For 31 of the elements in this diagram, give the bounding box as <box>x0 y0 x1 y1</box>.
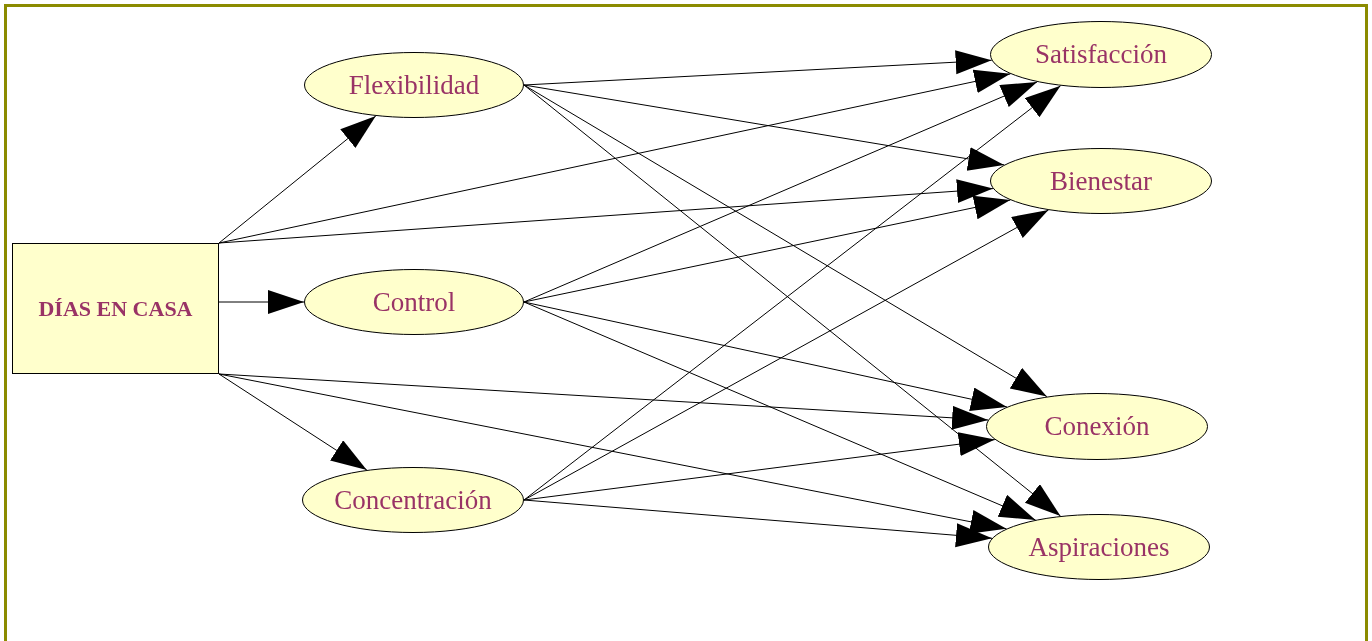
node-label: Aspiraciones <box>1028 530 1170 564</box>
arrow <box>523 432 996 501</box>
node-label: Bienestar <box>1050 164 1152 198</box>
ellipse-node <box>304 52 524 118</box>
arrow <box>218 373 1007 534</box>
arrow <box>523 301 1036 521</box>
ellipse-node <box>986 393 1208 460</box>
ellipse-node <box>304 269 524 335</box>
ellipse-node <box>990 21 1212 88</box>
arrow <box>523 499 993 548</box>
node-label: Satisfacción <box>1035 38 1167 72</box>
rect-node <box>12 243 219 374</box>
arrow <box>523 50 993 86</box>
node-label: Conexión <box>1044 410 1150 444</box>
arrow <box>218 373 368 471</box>
arrow <box>523 195 1011 303</box>
node-label: DÍAS EN CASA <box>38 295 193 323</box>
arrow <box>218 290 305 314</box>
node-label: Concentración <box>334 483 492 517</box>
arrow <box>523 84 1005 171</box>
ellipse-node <box>302 467 524 533</box>
ellipse-node <box>988 514 1210 580</box>
arrow <box>218 179 994 244</box>
arrow <box>523 301 1008 411</box>
arrow <box>523 84 1048 398</box>
node-label: Control <box>372 285 456 319</box>
node-label: Flexibilidad <box>348 68 480 102</box>
arrow <box>218 115 377 244</box>
arrow <box>523 81 1038 303</box>
arrow <box>523 209 1049 501</box>
ellipse-node <box>990 148 1212 214</box>
